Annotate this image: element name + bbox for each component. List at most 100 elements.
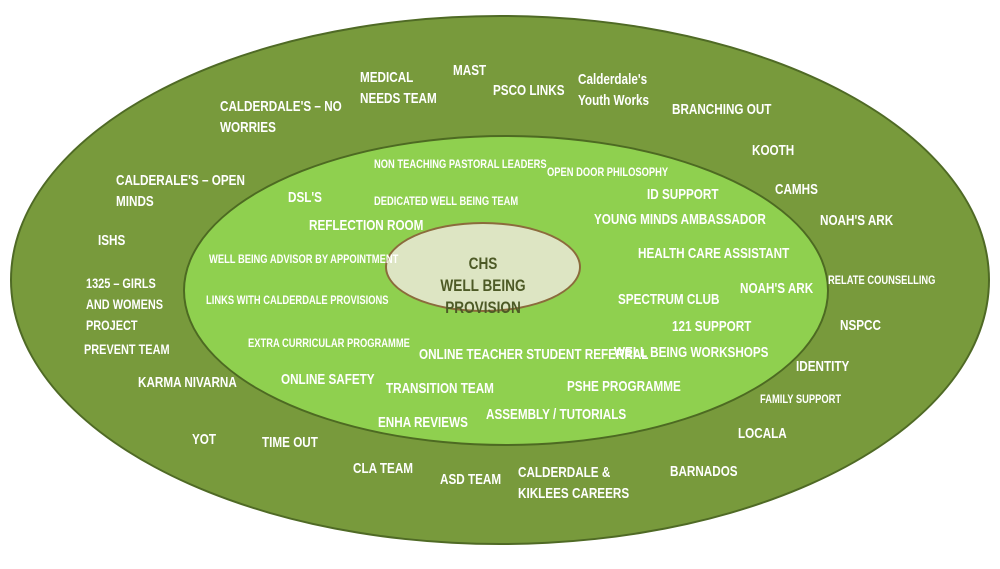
inner_ring-label-line: WELL BEING WORKSHOPS [614, 344, 769, 361]
outer_ring-label-line: BRANCHING OUT [672, 101, 772, 118]
inner_ring-label-line: ASSEMBLY / TUTORIALS [486, 406, 627, 423]
inner_ring-label: EXTRA CURRICULAR PROGRAMME [248, 335, 410, 351]
inner_ring-label: DEDICATED WELL BEING TEAM [374, 193, 518, 209]
outer_ring-label: NSPCC [840, 315, 881, 336]
center-core [385, 222, 581, 312]
inner_ring-label-line: DSL'S [288, 189, 322, 206]
outer_ring-label-line: TIME OUT [262, 434, 318, 451]
inner_ring-label: ENHA REVIEWS [378, 412, 468, 433]
inner_ring-label: OPEN DOOR PHILOSOPHY [547, 164, 668, 180]
inner_ring-label: YOUNG MINDS AMBASSADOR [594, 209, 766, 230]
outer_ring-label: CAMHS [775, 179, 818, 200]
outer_ring-label-line: IDENTITY [796, 358, 850, 375]
inner_ring-label-line: EXTRA CURRICULAR PROGRAMME [248, 336, 410, 350]
outer_ring-label-line: PSCO LINKS [493, 82, 565, 99]
outer_ring-label-line: 1325 – GIRLS [86, 275, 156, 291]
inner_ring-label: NON TEACHING PASTORAL LEADERS [374, 156, 547, 172]
outer_ring-label: LOCALA [738, 423, 787, 444]
inner_ring-label-line: LINKS WITH CALDERDALE PROVISIONS [206, 293, 389, 307]
outer_ring-label-line: ISHS [98, 232, 126, 249]
inner_ring-label-line: HEALTH CARE ASSISTANT [638, 245, 790, 262]
outer_ring-label: TIME OUT [262, 432, 318, 453]
inner_ring-label-line: SPECTRUM CLUB [618, 291, 720, 308]
inner_ring-label-line: ENHA REVIEWS [378, 414, 468, 431]
inner_ring-label-line: 121 SUPPORT [672, 318, 752, 335]
outer_ring-label: MAST [453, 60, 486, 81]
outer_ring-label: RELATE COUNSELLING [828, 272, 935, 288]
inner_ring-label: PSHE PROGRAMME [567, 376, 681, 397]
inner_ring-label-line: PSHE PROGRAMME [567, 378, 681, 395]
outer_ring-label: FAMILY SUPPORT [760, 391, 841, 407]
outer_ring-label-line: WORRIES [220, 119, 276, 136]
outer_ring-label-line: KIKLEES CAREERS [518, 485, 630, 502]
center-title-line1: CHS [468, 254, 498, 273]
outer_ring-label-line: RELATE COUNSELLING [828, 273, 936, 287]
outer_ring-label: CALDERDALE'S – NO WORRIES [220, 96, 342, 138]
outer_ring-label: PSCO LINKS [493, 80, 565, 101]
outer_ring-label: KARMA NIVARNA [138, 372, 237, 393]
inner_ring-label-line: ONLINE TEACHER STUDENT REFERRAL [419, 346, 649, 363]
inner_ring-label: LINKS WITH CALDERDALE PROVISIONS [206, 292, 389, 308]
inner_ring-label-line: REFLECTION ROOM [309, 217, 424, 234]
inner_ring-label: ONLINE TEACHER STUDENT REFERRAL [419, 344, 648, 365]
inner_ring-label-line: OPEN DOOR PHILOSOPHY [547, 165, 669, 179]
outer_ring-label-line: LOCALA [738, 425, 787, 442]
inner_ring-label: 121 SUPPORT [672, 316, 751, 337]
outer_ring-label-line: KOOTH [752, 142, 795, 159]
outer_ring-label-line: YOT [192, 431, 217, 448]
outer_ring-label-line: Youth Works [578, 92, 650, 109]
inner_ring-label: HEALTH CARE ASSISTANT [638, 243, 789, 264]
outer_ring-label: YOT [192, 429, 216, 450]
inner_ring-label-line: YOUNG MINDS AMBASSADOR [594, 211, 766, 228]
inner_ring-label: NOAH'S ARK [740, 278, 813, 299]
inner_ring-label: TRANSITION TEAM [386, 378, 494, 399]
outer_ring-label-line: Calderdale's [578, 71, 648, 88]
outer_ring-label-line: CALDERDALE & [518, 464, 611, 481]
outer_ring-label-line: NEEDS TEAM [360, 90, 437, 107]
inner_ring-label: DSL'S [288, 187, 322, 208]
inner_ring-label-line: NON TEACHING PASTORAL LEADERS [374, 157, 547, 171]
outer_ring-label-line: FAMILY SUPPORT [760, 392, 842, 406]
outer_ring-label: NOAH'S ARK [820, 210, 893, 231]
outer_ring-label-line: AND WOMENS [86, 296, 164, 312]
outer_ring-label-line: PROJECT [86, 317, 138, 333]
inner_ring-label: WELL BEING ADVISOR BY APPOINTMENT [209, 251, 398, 267]
inner_ring-label-line: NOAH'S ARK [740, 280, 814, 297]
outer_ring-label-line: PREVENT TEAM [84, 341, 170, 357]
center-title-line2: WELL BEING PROVISION [440, 276, 526, 317]
outer_ring-label-line: CLA TEAM [353, 460, 414, 477]
outer_ring-label: KOOTH [752, 140, 794, 161]
inner_ring-label-line: DEDICATED WELL BEING TEAM [374, 194, 519, 208]
inner_ring-label: ASSEMBLY / TUTORIALS [486, 404, 626, 425]
outer_ring-label-line: KARMA NIVARNA [138, 374, 237, 391]
inner_ring-label-line: ONLINE SAFETY [281, 371, 375, 388]
inner_ring-label: ID SUPPORT [647, 184, 719, 205]
outer_ring-label-line: CAMHS [775, 181, 818, 198]
inner_ring-label-line: WELL BEING ADVISOR BY APPOINTMENT [209, 252, 399, 266]
outer_ring-label: MEDICAL NEEDS TEAM [360, 67, 437, 109]
inner_ring-label-line: TRANSITION TEAM [386, 380, 494, 397]
outer_ring-label: ISHS [98, 230, 125, 251]
inner_ring-label: SPECTRUM CLUB [618, 289, 719, 310]
outer_ring-label-line: CALDERDALE'S – NO [220, 98, 342, 115]
outer_ring-label: ASD TEAM [440, 469, 501, 490]
outer_ring-label: BARNADOS [670, 461, 738, 482]
inner_ring-label: REFLECTION ROOM [309, 215, 423, 236]
outer_ring-label-line: ASD TEAM [440, 471, 502, 488]
inner_ring-label-line: ID SUPPORT [647, 186, 719, 203]
outer_ring-label: CALDERDALE & KIKLEES CAREERS [518, 462, 629, 504]
inner_ring-label: ONLINE SAFETY [281, 369, 375, 390]
outer_ring-label-line: MAST [453, 62, 487, 79]
outer_ring-label-line: NSPCC [840, 317, 881, 334]
outer_ring-label: CLA TEAM [353, 458, 413, 479]
outer_ring-label-line: BARNADOS [670, 463, 738, 480]
outer_ring-label: IDENTITY [796, 356, 849, 377]
inner_ring-label: WELL BEING WORKSHOPS [614, 342, 768, 363]
outer_ring-label: BRANCHING OUT [672, 99, 771, 120]
outer_ring-label: 1325 – GIRLS AND WOMENS PROJECT [86, 273, 163, 336]
outer_ring-label-line: NOAH'S ARK [820, 212, 894, 229]
outer_ring-label-line: MEDICAL [360, 69, 414, 86]
